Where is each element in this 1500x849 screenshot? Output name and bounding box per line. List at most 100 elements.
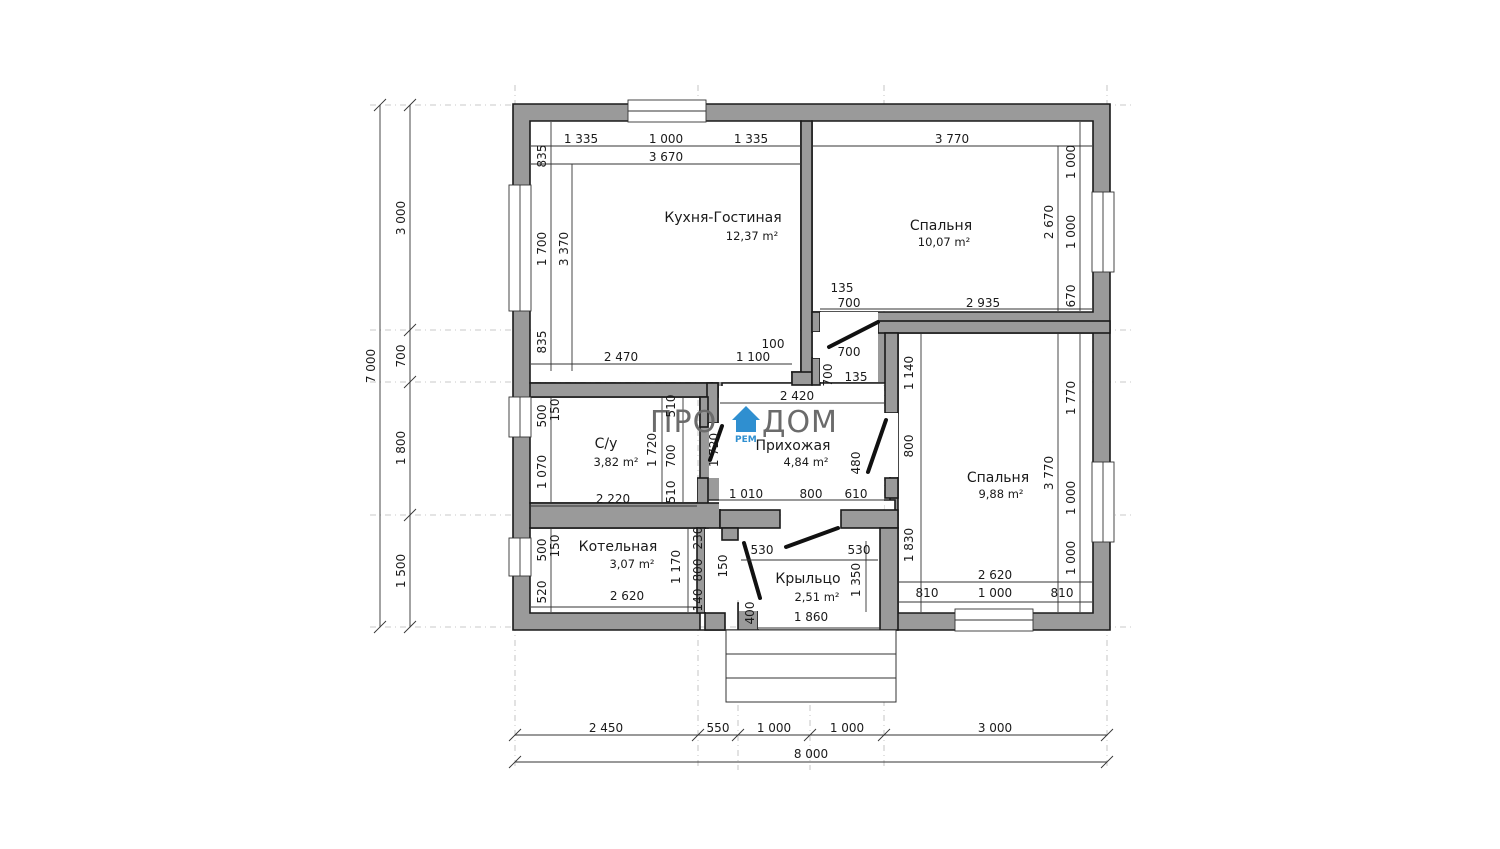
windows (508, 99, 1115, 632)
dim-label: 530 (751, 543, 774, 557)
dim-label: 800 (902, 435, 916, 458)
dim-label: 2 670 (1042, 205, 1056, 239)
dim-label: 510 (664, 395, 678, 418)
dim-label: 1 000 (830, 721, 864, 735)
dim-label: 7 000 (364, 349, 378, 383)
dim-label: 700 (664, 445, 678, 468)
dim-label: 1 070 (535, 455, 549, 489)
porch-steps (725, 629, 897, 703)
room-area-boiler: 3,07 m² (609, 557, 654, 571)
dim-label: 1 000 (1064, 481, 1078, 515)
dim-label: 3 000 (978, 721, 1012, 735)
dim-label: 1 770 (1064, 381, 1078, 415)
dim-label: 135 (845, 370, 868, 384)
logo-subtext: РЕМ (735, 435, 757, 445)
dim-label: 140 (691, 589, 705, 612)
dim-label: 500 (535, 539, 549, 562)
dim-label: 1 720 (645, 433, 659, 467)
room-name-porch: Крыльцо (775, 571, 840, 587)
doors (708, 320, 888, 600)
dim-label: 1 000 (757, 721, 791, 735)
dim-label: 8 000 (794, 747, 828, 761)
dim-label: 800 (691, 559, 705, 582)
room-name-bedroom2: Спальня (967, 470, 1029, 486)
dimension-labels: 1 335 1 000 1 335 3 670 835 1 700 835 3 … (364, 132, 1078, 761)
room-name-bath: С/у (595, 436, 618, 452)
room-name-bedroom1: Спальня (910, 218, 972, 234)
dim-label: 1 500 (394, 554, 408, 588)
dim-label: 700 (394, 345, 408, 368)
dim-label: 810 (1051, 586, 1074, 600)
dim-label: 610 (845, 487, 868, 501)
door-boiler (742, 541, 762, 600)
dim-label: 1 335 (564, 132, 598, 146)
dim-label: 1 000 (1064, 541, 1078, 575)
logo-text-right: ДОМ (762, 405, 838, 440)
logo-text-left: ПРО (650, 405, 717, 440)
door-bedroom2 (866, 418, 888, 474)
dim-label: 1 800 (394, 431, 408, 465)
dim-label: 1 170 (669, 550, 683, 584)
room-area-hall: 4,84 m² (783, 455, 828, 469)
dim-label: 550 (707, 721, 730, 735)
dim-label: 2 935 (966, 296, 1000, 310)
room-labels: Кухня-Гостиная 12,37 m² Спальня 10,07 m²… (579, 210, 1029, 604)
dim-label: 700 (821, 364, 835, 387)
room-name-hall: Прихожая (756, 438, 831, 454)
dim-label: 480 (849, 452, 863, 475)
interior-dimension-lines (531, 122, 1092, 629)
dim-label: 1 350 (849, 563, 863, 597)
dim-label: 835 (535, 145, 549, 168)
dim-label: 150 (716, 555, 730, 578)
dim-label: 810 (916, 586, 939, 600)
dim-label: 670 (1064, 285, 1078, 308)
exterior-dimension-lines (373, 98, 1114, 769)
dim-label: 835 (535, 331, 549, 354)
door-bedroom1 (827, 320, 880, 349)
dim-label: 1 010 (729, 487, 763, 501)
brand-logo: ПРО ДОМ РЕМ (650, 405, 838, 445)
room-area-kitchen: 12,37 m² (726, 229, 778, 243)
dim-label: 1 000 (1064, 145, 1078, 179)
dim-label: 2 450 (589, 721, 623, 735)
dim-label: 510 (664, 481, 678, 504)
dim-label: 1 720 (707, 433, 721, 467)
dim-label: 230 (691, 527, 705, 550)
dim-label: 135 (831, 281, 854, 295)
dim-label: 100 (762, 337, 785, 351)
dim-label: 800 (800, 487, 823, 501)
dim-label: 1 000 (978, 586, 1012, 600)
dim-label: 2 420 (780, 389, 814, 403)
door-bath (708, 424, 724, 462)
room-area-porch: 2,51 m² (794, 590, 839, 604)
room-name-kitchen: Кухня-Гостиная (664, 210, 781, 226)
dim-label: 1 000 (649, 132, 683, 146)
dim-label: 3 370 (557, 232, 571, 266)
room-name-boiler: Котельная (579, 539, 658, 555)
house-icon (732, 406, 760, 432)
dim-label: 1 000 (1064, 215, 1078, 249)
dim-label: 1 100 (736, 350, 770, 364)
dim-label: 2 620 (978, 568, 1012, 582)
dim-label: 3 670 (649, 150, 683, 164)
dim-label: 700 (838, 296, 861, 310)
room-area-bedroom2: 9,88 m² (978, 487, 1023, 501)
dim-label: 700 (838, 345, 861, 359)
dim-label: 520 (535, 581, 549, 604)
walls (512, 103, 1111, 631)
dim-label: 1 335 (734, 132, 768, 146)
door-porch (784, 526, 840, 549)
dim-label: 2 620 (610, 589, 644, 603)
dim-label: 2 220 (596, 492, 630, 506)
dim-label: 3 770 (1042, 456, 1056, 490)
dim-label: 3 770 (935, 132, 969, 146)
dim-label: 500 (535, 405, 549, 428)
dim-label: 150 (548, 535, 562, 558)
room-area-bedroom1: 10,07 m² (918, 235, 970, 249)
dim-label: 2 470 (604, 350, 638, 364)
dim-label: 1 830 (902, 528, 916, 562)
room-area-bath: 3,82 m² (593, 455, 638, 469)
dim-label: 400 (743, 602, 757, 625)
dim-label: 150 (548, 399, 562, 422)
